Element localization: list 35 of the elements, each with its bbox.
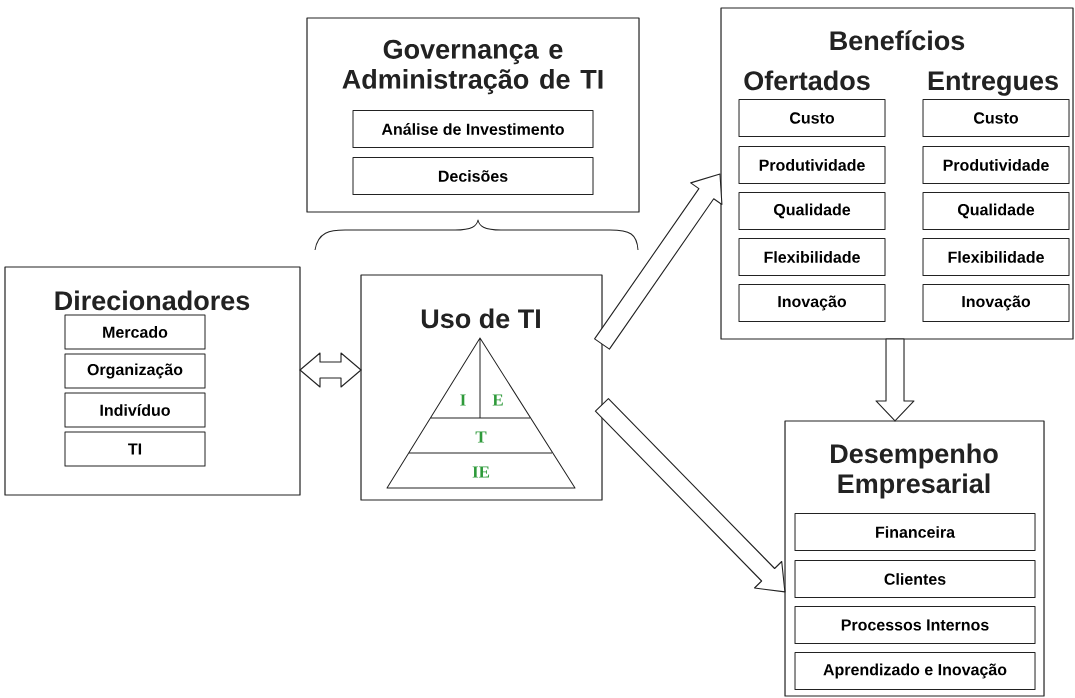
item-box: Produtividade [922,146,1070,184]
item-box: Indivíduo [64,392,206,428]
item-box: Custo [922,99,1070,137]
heading: Benefícios [830,30,965,51]
item-box: Mercado [64,314,206,350]
pyramid-label: T [475,431,487,443]
item-box: TI [64,431,206,467]
heading: Governança e Administração de TI [342,39,603,95]
item-box: Inovação [738,284,886,322]
item-box: Aprendizado e Inovação [794,652,1036,690]
item-box: Decisões [352,157,594,195]
item-box: Inovação [922,284,1070,322]
item-box: Processos Internos [794,606,1036,644]
heading: Direcionadores [55,290,250,311]
item-box: Custo [738,99,886,137]
block-arrow [299,352,362,388]
item-box: Qualidade [738,192,886,230]
item-box: Qualidade [922,192,1070,230]
pyramid-label: I [460,394,466,406]
item-box: Flexibilidade [922,238,1070,276]
block-arrow [875,338,915,422]
heading: Ofertados [744,70,870,91]
item-box: Clientes [794,560,1036,598]
item-box: Análise de Investimento [352,110,594,148]
heading: Desempenho Empresarial [831,443,998,499]
pyramid-label: IE [472,466,490,478]
item-box: Flexibilidade [738,238,886,276]
heading: Uso de TI [421,308,540,329]
item-box: Organização [64,353,206,389]
item-box: Produtividade [738,146,886,184]
heading: Entregues [928,71,1058,96]
block-arrow [594,173,723,350]
item-box: Financeira [794,513,1036,551]
pyramid-label: E [492,394,503,406]
block-arrow [594,398,786,593]
